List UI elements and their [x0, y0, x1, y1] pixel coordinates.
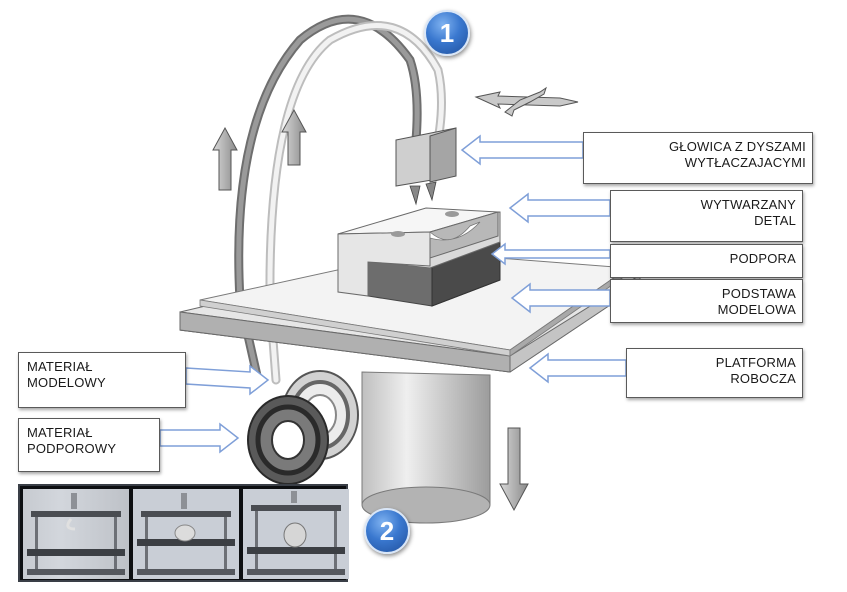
part-block — [337, 207, 501, 297]
printer-photo-step-3 — [243, 489, 349, 579]
label-support-material: MATERIAŁ PODPOROWY — [18, 418, 160, 472]
label-support-material-line1: MATERIAŁ — [27, 425, 93, 440]
printer-photo-step-1 — [23, 489, 129, 579]
down-arrow-icon — [499, 427, 529, 512]
filament-spools — [247, 370, 359, 485]
label-base-line2: MODELOWA — [717, 302, 796, 317]
support-column — [361, 371, 491, 524]
label-printhead: GŁOWICA Z DYSZAMI WYTŁACZAJACYMI — [583, 132, 813, 184]
label-base-line1: PODSTAWA — [721, 286, 796, 301]
label-printhead-line1: GŁOWICA Z DYSZAMI — [668, 139, 806, 154]
printer-photo-step-2 — [133, 489, 239, 579]
label-support-line1: PODPORA — [729, 251, 796, 266]
label-part-line1: WYTWARZANY — [700, 197, 796, 212]
label-platform-line2: ROBOCZA — [730, 371, 796, 386]
label-part: WYTWARZANY DETAL — [610, 190, 803, 242]
print-progress-photo-strip — [18, 484, 349, 582]
label-model-material: MATERIAŁ MODELOWY — [18, 352, 186, 408]
label-part-line2: DETAL — [754, 213, 796, 228]
xy-movement-arrows-icon — [474, 86, 579, 117]
step-badge-1: 1 — [424, 10, 470, 56]
label-support: PODPORA — [610, 244, 803, 278]
filament-tubes — [234, 14, 446, 385]
label-platform-line1: PLATFORMA — [715, 355, 796, 370]
up-arrow-icon — [212, 126, 238, 191]
label-model-material-line1: MATERIAŁ — [27, 359, 93, 374]
up-arrow-icon — [281, 108, 307, 166]
label-platform: PLATFORMA ROBOCZA — [626, 348, 803, 398]
label-support-material-line2: PODPOROWY — [27, 441, 117, 456]
print-head — [395, 127, 457, 206]
step-badge-2: 2 — [364, 508, 410, 554]
label-printhead-line2: WYTŁACZAJACYMI — [684, 155, 806, 170]
leader-arrows — [159, 134, 627, 454]
label-model-material-line2: MODELOWY — [27, 375, 106, 390]
label-base: PODSTAWA MODELOWA — [610, 279, 803, 323]
